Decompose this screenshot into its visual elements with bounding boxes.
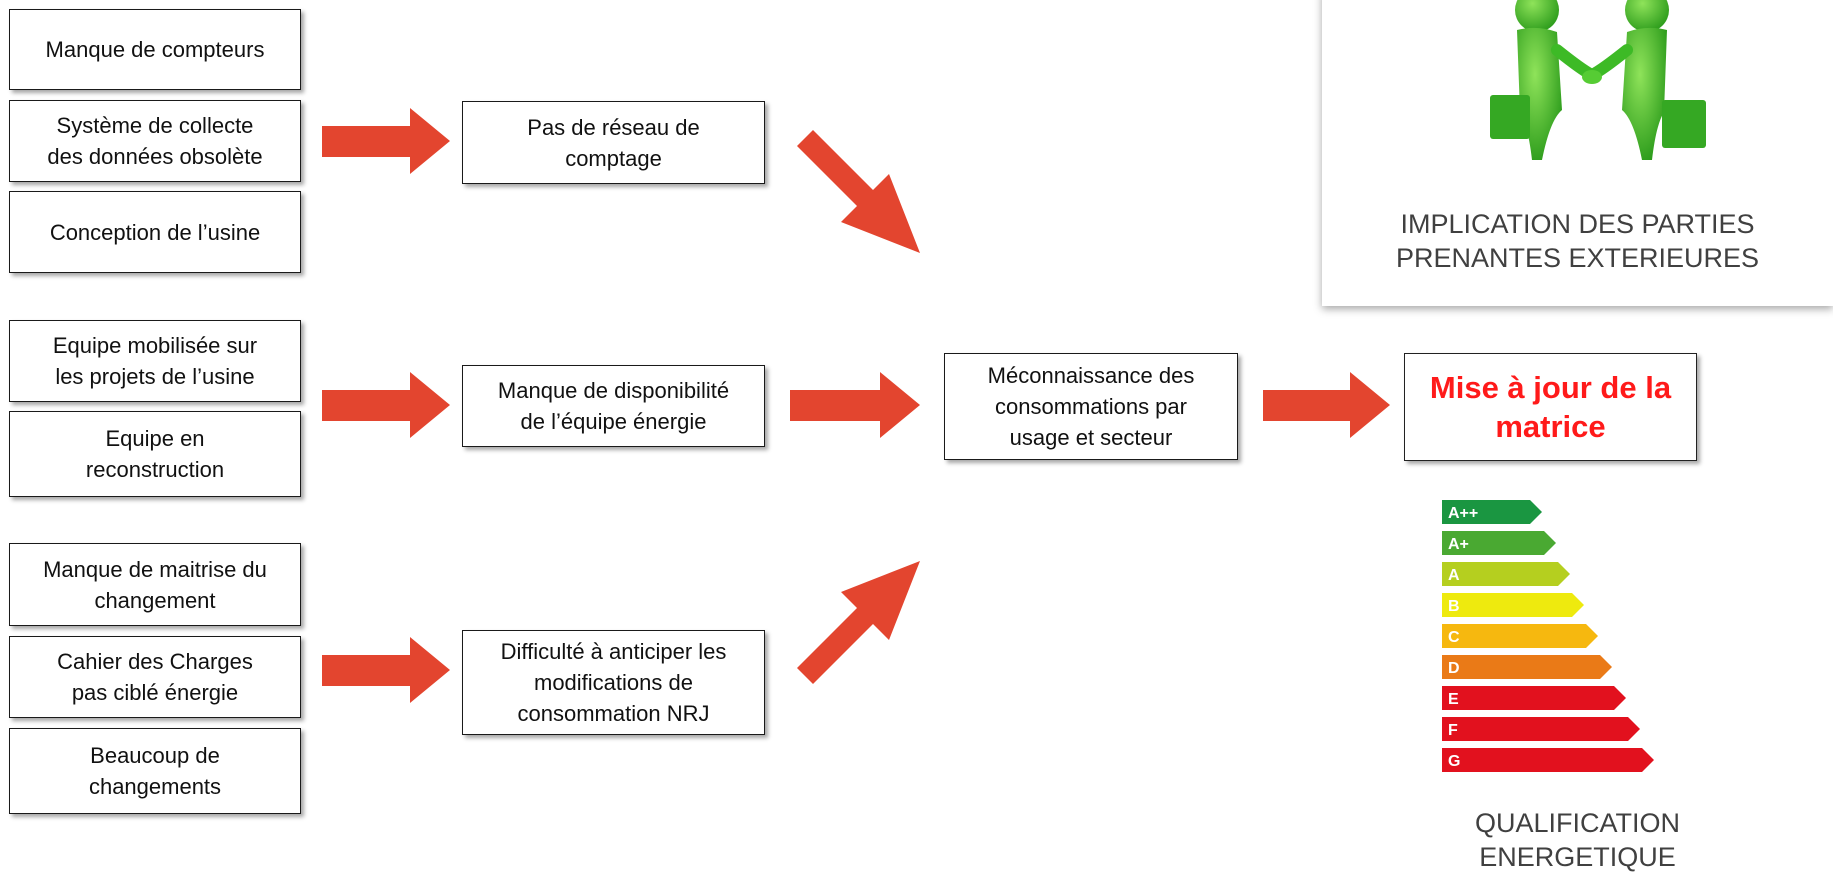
stakeholders-panel: IMPLICATION DES PARTIES PRENANTES EXTERI… [1322, 0, 1833, 306]
arrow-cause-group-3 [322, 637, 450, 703]
cause-label: Cahier des Charges pas ciblé énergie [57, 649, 253, 705]
cause-label: Equipe mobilisée sur les projets de l’us… [52, 333, 258, 389]
cause-label: Système de collecte des données obsolète [47, 113, 263, 169]
intermediate-box-team-availability: Manque de disponibilité de l’équipe éner… [462, 365, 765, 447]
intermediate-box-no-meter-network: Pas de réseau de comptage [462, 101, 765, 184]
energy-band-d [1442, 655, 1612, 679]
energy-band-label: D [1448, 660, 1460, 677]
energy-band-label: G [1448, 753, 1460, 770]
energy-band-e [1442, 686, 1626, 710]
stakeholders-caption: IMPLICATION DES PARTIES PRENANTES EXTERI… [1395, 209, 1760, 273]
energy-band-label: A [1448, 567, 1460, 584]
arrow-network-diagonal [797, 130, 920, 253]
root-cause-label: Méconnaissance des consommations par usa… [987, 363, 1195, 450]
root-cause-box: Méconnaissance des consommations par usa… [944, 353, 1238, 460]
arrow-root-to-outcome [1263, 372, 1390, 438]
energy-band-a [1442, 562, 1570, 586]
cause-box-obsolete-collection: Système de collecte des données obsolète [9, 100, 301, 182]
handshake-figures-icon [1490, 0, 1706, 160]
cause-label: Manque de compteurs [45, 37, 265, 62]
energy-band-aplus [1442, 531, 1556, 555]
intermediate-label: Difficulté à anticiper les modifications… [500, 639, 727, 726]
energy-band-label: A+ [1448, 536, 1469, 553]
cause-box-specifications: Cahier des Charges pas ciblé énergie [9, 636, 301, 718]
energy-band-b [1442, 593, 1584, 617]
cause-box-team-mobilized: Equipe mobilisée sur les projets de l’us… [9, 320, 301, 402]
cause-box-plant-design: Conception de l’usine [9, 191, 301, 273]
cause-label: Manque de maitrise du changement [43, 556, 267, 613]
energy-band-f [1442, 717, 1640, 741]
intermediate-label: Manque de disponibilité de l’équipe éner… [497, 378, 730, 434]
energy-band-label: F [1448, 722, 1458, 739]
intermediate-box-anticipation: Difficulté à anticiper les modifications… [462, 630, 765, 735]
energy-band-label: A++ [1448, 505, 1478, 522]
energy-band-label: E [1448, 691, 1459, 708]
intermediate-label: Pas de réseau de comptage [527, 114, 700, 171]
cause-box-change-control: Manque de maitrise du changement [9, 543, 301, 626]
outcome-box: Mise à jour de la matrice [1404, 353, 1697, 461]
cause-box-team-rebuild: Equipe en reconstruction [9, 411, 301, 497]
cause-box-many-changes: Beaucoup de changements [9, 728, 301, 814]
energy-band-aplusplus [1442, 500, 1542, 524]
energy-band-g [1442, 748, 1654, 772]
energy-band-label: C [1448, 629, 1460, 646]
energy-band-label: B [1448, 598, 1460, 615]
outcome-label: Mise à jour de la matrice [1429, 370, 1672, 444]
cause-label: Equipe en reconstruction [85, 426, 225, 482]
cause-label: Conception de l’usine [49, 219, 261, 245]
arrow-anticipation-diagonal [797, 561, 920, 684]
arrow-cause-group-1 [322, 108, 450, 174]
energy-band-c [1442, 624, 1598, 648]
arrow-team-to-root [790, 372, 920, 438]
cause-label: Beaucoup de changements [88, 743, 222, 799]
cause-box-missing-meters: Manque de compteurs [9, 9, 301, 90]
energy-caption: QUALIFICATION ENERGETIQUE [1474, 808, 1681, 872]
arrow-cause-group-2 [322, 372, 450, 438]
